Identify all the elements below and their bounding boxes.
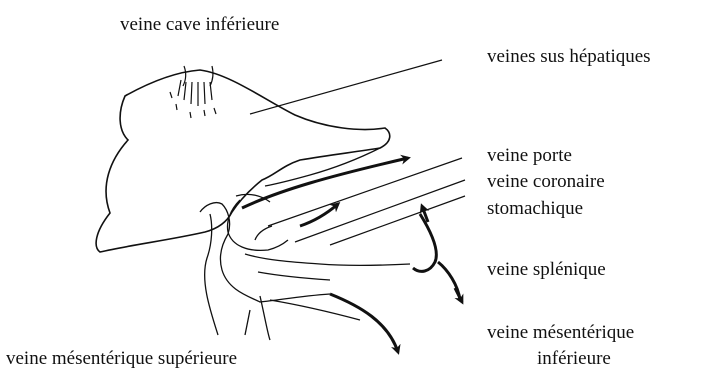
coronary-arrow bbox=[300, 204, 338, 226]
label-veine-splenique: veine splénique bbox=[487, 258, 606, 281]
imv-arrow bbox=[330, 294, 398, 352]
label-veine-coronaire-line2: stomachique bbox=[487, 197, 583, 220]
liver-outline bbox=[96, 70, 390, 252]
label-veine-cave-inferieure: veine cave inférieure bbox=[120, 13, 279, 36]
label-veine-mesenterique-superieure: veine mésentérique supérieure bbox=[6, 347, 237, 370]
splenic-arrow bbox=[413, 214, 460, 300]
label-veine-mesenterique-inferieure-line2: inférieure bbox=[537, 347, 611, 370]
leader-lines bbox=[250, 60, 465, 245]
label-veine-coronaire-line1: veine coronaire bbox=[487, 170, 605, 193]
label-veines-sus-hepatiques: veines sus hépatiques bbox=[487, 45, 651, 68]
label-veine-mesenterique-inferieure-line1: veine mésentérique bbox=[487, 321, 634, 344]
flow-arrows bbox=[242, 158, 462, 352]
label-veine-porte: veine porte bbox=[487, 144, 572, 167]
